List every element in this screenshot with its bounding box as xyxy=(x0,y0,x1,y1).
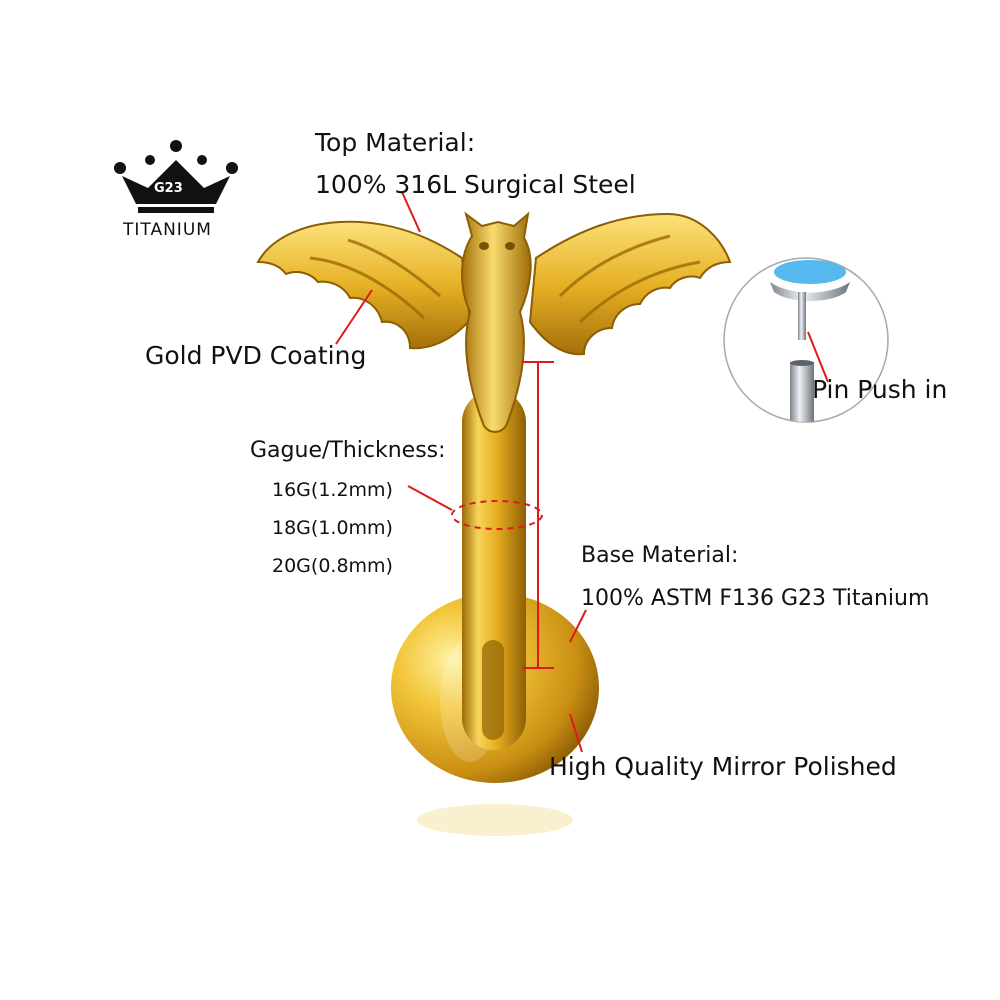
top-material-title: Top Material: xyxy=(315,128,476,157)
pin-push-label: Pin Push in xyxy=(812,375,948,404)
base-material-value: 100% ASTM F136 G23 Titanium xyxy=(581,586,930,611)
gauge-title: Gague/Thickness: xyxy=(250,438,446,463)
bat-top xyxy=(256,211,732,433)
gauge-option-2: 18G(1.0mm) xyxy=(272,517,393,539)
coating-label: Gold PVD Coating xyxy=(145,341,367,370)
pin-detail-inset xyxy=(723,257,889,423)
callout-lines xyxy=(335,191,829,753)
gauge-option-3: 20G(0.8mm) xyxy=(272,555,393,577)
reflection xyxy=(417,804,573,836)
badge-caption: TITANIUM xyxy=(123,220,212,240)
base-material-title: Base Material: xyxy=(581,543,739,568)
top-material-value: 100% 316L Surgical Steel xyxy=(315,170,636,199)
crown-icon xyxy=(114,140,238,213)
gauge-option-1: 16G(1.2mm) xyxy=(272,479,393,501)
labret-rod xyxy=(462,390,526,750)
polish-label: High Quality Mirror Polished xyxy=(549,752,897,781)
crown-label: G23 xyxy=(154,181,183,196)
